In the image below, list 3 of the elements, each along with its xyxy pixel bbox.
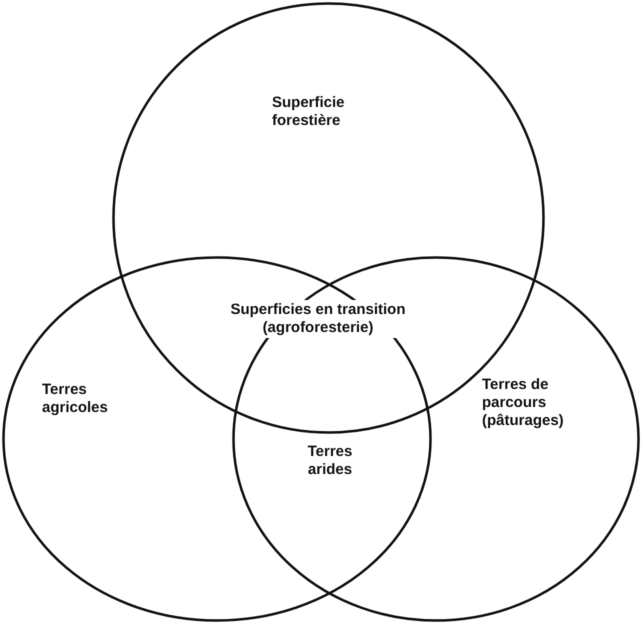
set-label: Terres agricoles [42, 381, 109, 417]
set-label: Superficie forestière [272, 94, 346, 130]
set-label: Terres de parcours (pâturages) [482, 376, 565, 430]
